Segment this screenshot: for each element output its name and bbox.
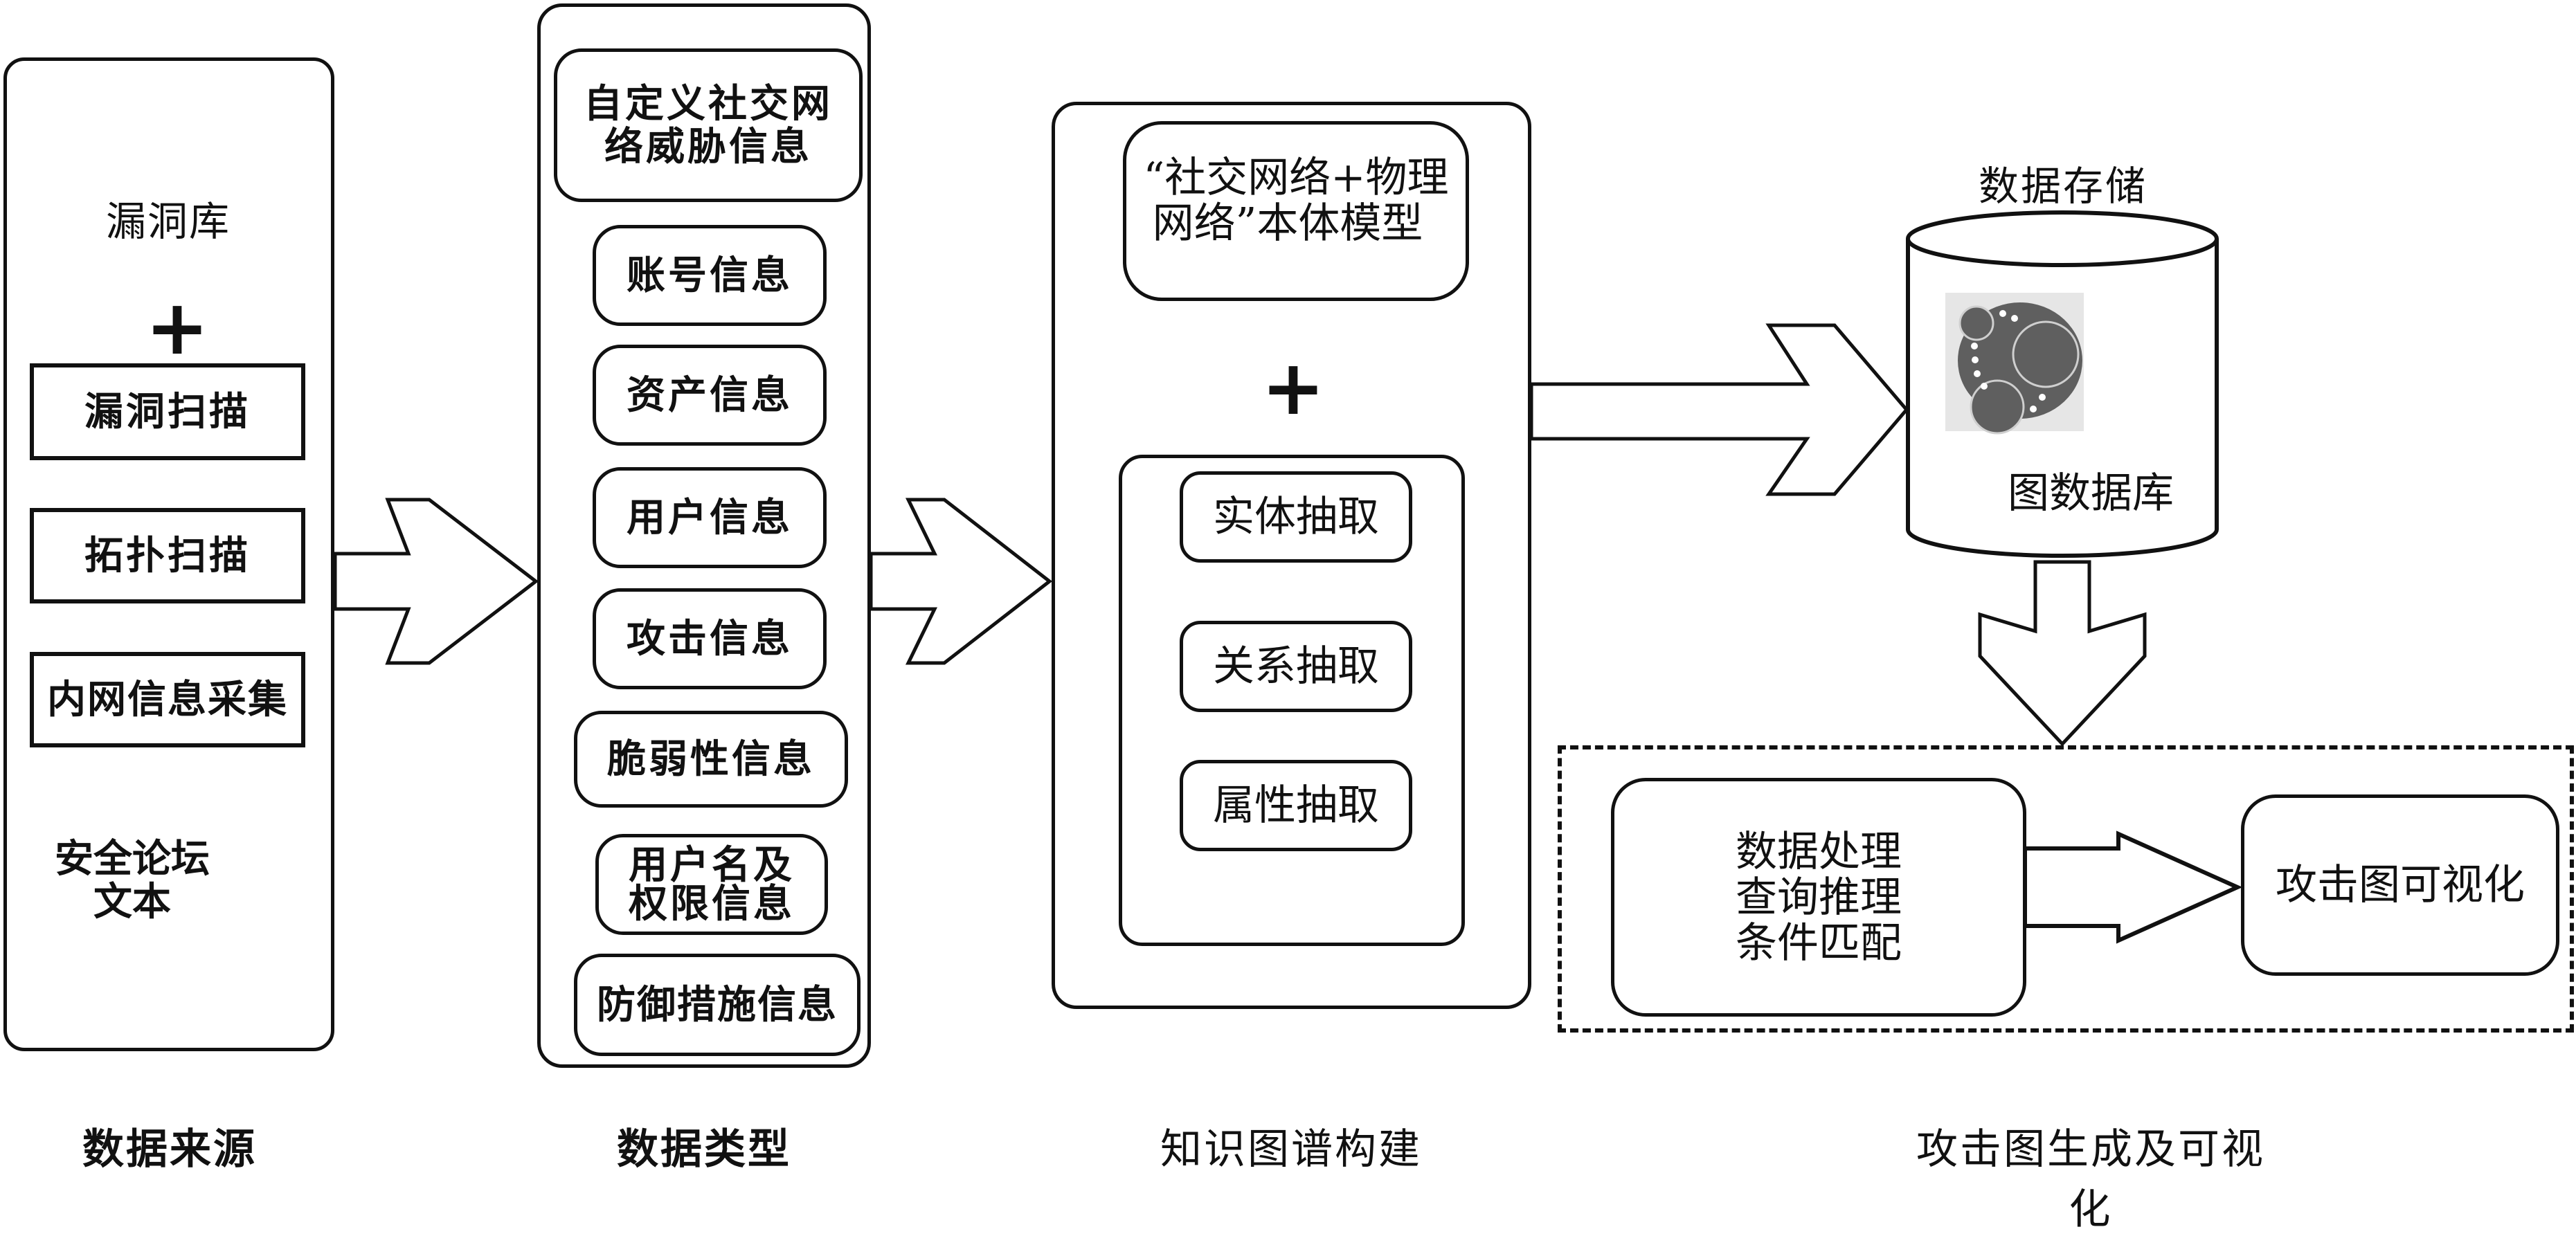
graph-database-logo-icon [1945,293,2084,435]
type-item-asset: 资产信息 [593,345,827,446]
source-item-vuln-scan: 漏洞扫描 [30,363,305,460]
type-item-account: 账号信息 [593,225,827,326]
type-item-social-threat: 自定义社交网 络威胁信息 [554,48,863,202]
process-line: 条件匹配 [1736,918,1902,967]
ontology-line2: 网络”本体模型 [1152,199,1423,248]
document-label-line2: 文本 [93,879,171,925]
caption-knowledge-graph: 知识图谱构建 [1160,1125,1422,1174]
document-label-line1: 安全论坛 [55,836,210,882]
process-line: 查询推理 [1736,873,1902,922]
caption-data-source: 数据来源 [82,1125,257,1174]
type-item-line1: 自定义社交网 [584,81,833,127]
ontology-model-box: “社交网络+物理 网络”本体模型 [1123,121,1469,301]
process-line: 数据处理 [1736,827,1902,876]
plus-icon: + [145,283,210,372]
arrow-storage-to-attack [1978,560,2147,747]
arrow-source-to-types [333,498,539,665]
type-item-line2: 络威胁信息 [604,124,812,170]
arrow-kg-to-storage [1529,323,1909,496]
storage-title: 数据存储 [1978,163,2147,210]
caption-data-types: 数据类型 [617,1125,791,1174]
type-item-attack: 攻击信息 [593,588,827,689]
attack-graph-region [1558,745,2574,1033]
vuln-db-label: 漏洞库 [105,198,231,245]
arrow-process-to-visualize [2023,830,2243,944]
type-item-line2: 权限信息 [629,881,795,927]
type-item-vulnerability: 脆弱性信息 [574,711,848,808]
extraction-entity: 实体抽取 [1180,471,1412,563]
extraction-relation: 关系抽取 [1180,621,1412,712]
type-item-defense: 防御措施信息 [574,954,861,1056]
ontology-line1: “社交网络+物理 [1143,154,1449,202]
source-item-intranet-collection: 内网信息采集 [30,652,305,747]
process-box: 数据处理 查询推理 条件匹配 [1611,778,2026,1017]
caption-attack-graph: 攻击图生成及可视化 [1916,1125,2265,1234]
plus-icon: + [1261,343,1326,432]
graph-db-label: 图数据库 [2008,469,2174,518]
type-item-username-permission: 用户名及 权限信息 [595,834,828,935]
type-item-line1: 用户名及 [629,842,795,888]
extraction-attribute: 属性抽取 [1180,760,1412,851]
attack-graph-visualize-box: 攻击图可视化 [2241,794,2559,976]
type-item-user: 用户信息 [593,467,827,568]
source-item-topology-scan: 拓扑扫描 [30,508,305,603]
arrow-types-to-kg [869,498,1053,665]
